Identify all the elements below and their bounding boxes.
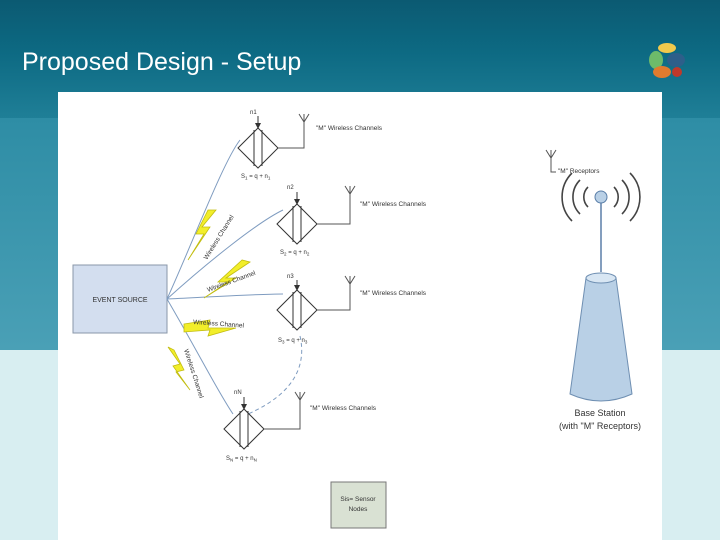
base-station-tower bbox=[569, 273, 633, 402]
event-source-box bbox=[72, 264, 168, 334]
m-receptors-label: "M" Receptors bbox=[558, 168, 600, 175]
receptor-dish bbox=[594, 190, 608, 204]
noise-label-3: n3 bbox=[287, 274, 294, 280]
equation-2: S2 = q + n2 bbox=[280, 250, 310, 257]
event-source-label: EVENT SOURCE bbox=[92, 297, 147, 304]
channel-links bbox=[166, 139, 284, 415]
legend-line-2: Nodes bbox=[349, 506, 369, 513]
sensor-node-1: n1 "M" Wireless Channels S1 = q + n1 bbox=[237, 110, 383, 181]
slide-title: Proposed Design - Setup bbox=[22, 48, 302, 76]
m-channels-label-n: "M" Wireless Channels bbox=[310, 405, 377, 412]
receptor-antenna: "M" Receptors bbox=[545, 149, 600, 175]
sensor-node-2: n2 "M" Wireless Channels S2 = q + n2 bbox=[276, 185, 427, 257]
tower-top bbox=[585, 272, 617, 284]
signal-waves bbox=[561, 172, 641, 222]
equation-n: SN = q + nN bbox=[226, 456, 257, 463]
wireless-channel-label-4: Wireless Channel bbox=[182, 348, 205, 399]
equation-1: S1 = q + n1 bbox=[241, 174, 271, 181]
noise-label-2: n2 bbox=[287, 185, 294, 191]
base-station-sub-label: (with "M" Receptors) bbox=[559, 421, 641, 431]
m-channels-label-1: "M" Wireless Channels bbox=[316, 125, 383, 132]
noise-label-1: n1 bbox=[250, 110, 257, 116]
wireless-channel-label-3: Wireless Channel bbox=[193, 319, 245, 330]
diagram-panel: EVENT SOURCE Wireless Channel Wireless C… bbox=[58, 92, 662, 540]
sensor-node-3: n3 "M" Wireless Channels S3 = q + n3 bbox=[276, 274, 427, 345]
base-station-label: Base Station bbox=[574, 408, 625, 418]
equation-3: S3 = q + n3 bbox=[278, 338, 308, 345]
m-channels-label-2: "M" Wireless Channels bbox=[360, 201, 427, 208]
legend-line-1: Sis= Sensor bbox=[340, 496, 376, 503]
dashed-link bbox=[247, 335, 303, 415]
noise-label-n: nN bbox=[234, 390, 242, 396]
logo-icon bbox=[649, 43, 685, 78]
lightning-bolts bbox=[167, 209, 251, 391]
sensor-node-n: nN "M" Wireless Channels SN = q + nN bbox=[223, 390, 377, 463]
legend-box bbox=[330, 481, 387, 529]
m-channels-label-3: "M" Wireless Channels bbox=[360, 290, 427, 297]
setup-diagram: EVENT SOURCE Wireless Channel Wireless C… bbox=[72, 110, 641, 529]
